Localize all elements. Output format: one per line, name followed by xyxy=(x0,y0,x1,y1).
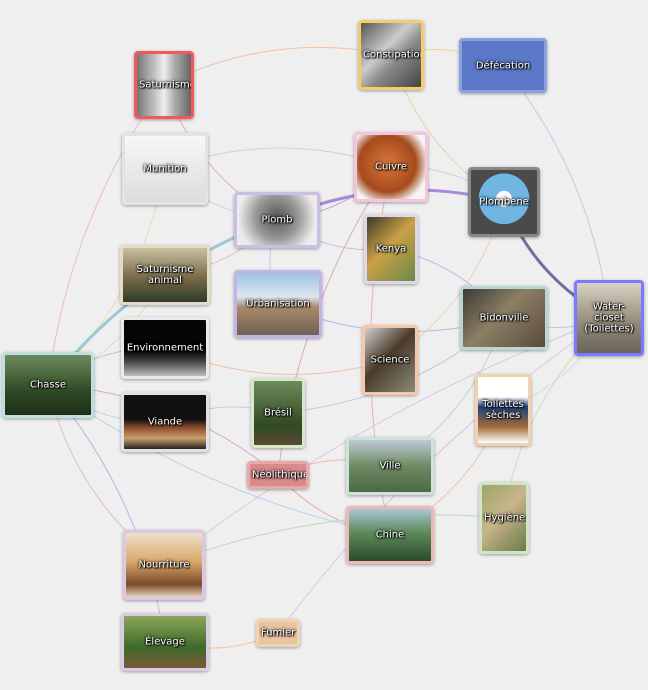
node-label: Urbanisation xyxy=(246,298,310,310)
node-toilettes-seches[interactable]: Toilettes sèches xyxy=(475,374,531,446)
node-kenya[interactable]: Kenya xyxy=(364,214,418,284)
node-label: Viande xyxy=(147,416,183,428)
node-label: Cuivre xyxy=(374,161,408,173)
node-nourriture[interactable]: Nourriture xyxy=(123,530,205,600)
node-science[interactable]: Science xyxy=(362,325,418,395)
node-label: Défécation xyxy=(475,60,531,71)
node-label: Bidonville xyxy=(479,312,529,324)
node-label: Constipation xyxy=(363,49,424,61)
node-elevage[interactable]: Élevage xyxy=(121,613,209,671)
node-viande[interactable]: Viande xyxy=(121,392,209,452)
node-hygiene[interactable]: Hygiène xyxy=(479,482,529,554)
node-label: Toilettes sèches xyxy=(482,399,524,421)
node-chine[interactable]: Chine xyxy=(346,506,434,564)
node-label: Science xyxy=(370,354,410,366)
node-label: Hygiène xyxy=(484,512,526,524)
node-fumier[interactable]: Fumier xyxy=(256,619,300,647)
node-label: Environnement xyxy=(126,342,204,354)
node-neolithique[interactable]: Néolithique xyxy=(247,461,309,489)
node-chasse[interactable]: Chasse xyxy=(2,352,94,418)
node-cuivre[interactable]: Cuivre xyxy=(354,132,428,202)
edge-hygiene-nourriture xyxy=(163,514,505,566)
node-defecation[interactable]: Défécation xyxy=(459,38,547,93)
node-ville[interactable]: Ville xyxy=(346,437,434,495)
node-bresil[interactable]: Brésil xyxy=(251,378,305,448)
node-label: Munition xyxy=(143,163,187,175)
edge-fumier-water_closet xyxy=(277,317,610,634)
edge-saturnisme-constipation xyxy=(163,46,392,86)
node-urbanisation[interactable]: Urbanisation xyxy=(234,270,322,338)
node-label: Chasse xyxy=(29,379,67,391)
node-label: Water-closet (Toilettes) xyxy=(584,301,634,335)
node-constipation[interactable]: Constipation xyxy=(358,20,424,90)
node-label: Fumier xyxy=(261,627,296,639)
node-environnement[interactable]: Environnement xyxy=(121,317,209,379)
node-label: Brésil xyxy=(264,407,292,419)
node-label: Plomb xyxy=(261,214,293,226)
node-label: Saturnisme animal xyxy=(136,264,194,286)
node-bidonville[interactable]: Bidonville xyxy=(460,286,548,350)
node-label: Nourriture xyxy=(138,559,190,571)
node-label: Ville xyxy=(379,460,401,472)
node-saturnisme[interactable]: Saturnisme xyxy=(134,51,194,119)
node-label: Chine xyxy=(375,529,405,541)
node-label: Néolithique xyxy=(252,469,309,481)
node-plomb[interactable]: Plomb xyxy=(234,192,320,248)
node-label: Kenya xyxy=(375,243,407,255)
node-saturnisme-animal[interactable]: Saturnisme animal xyxy=(120,245,210,305)
node-munition[interactable]: Munition xyxy=(122,133,208,205)
node-label: Plombene xyxy=(479,196,529,208)
node-plombene[interactable]: Plombene xyxy=(468,167,540,237)
edge-chasse-saturnisme xyxy=(47,84,165,386)
node-water-closet[interactable]: Water-closet (Toilettes) xyxy=(574,280,644,356)
node-label: Saturnisme xyxy=(139,79,194,91)
node-label: Élevage xyxy=(145,636,185,648)
